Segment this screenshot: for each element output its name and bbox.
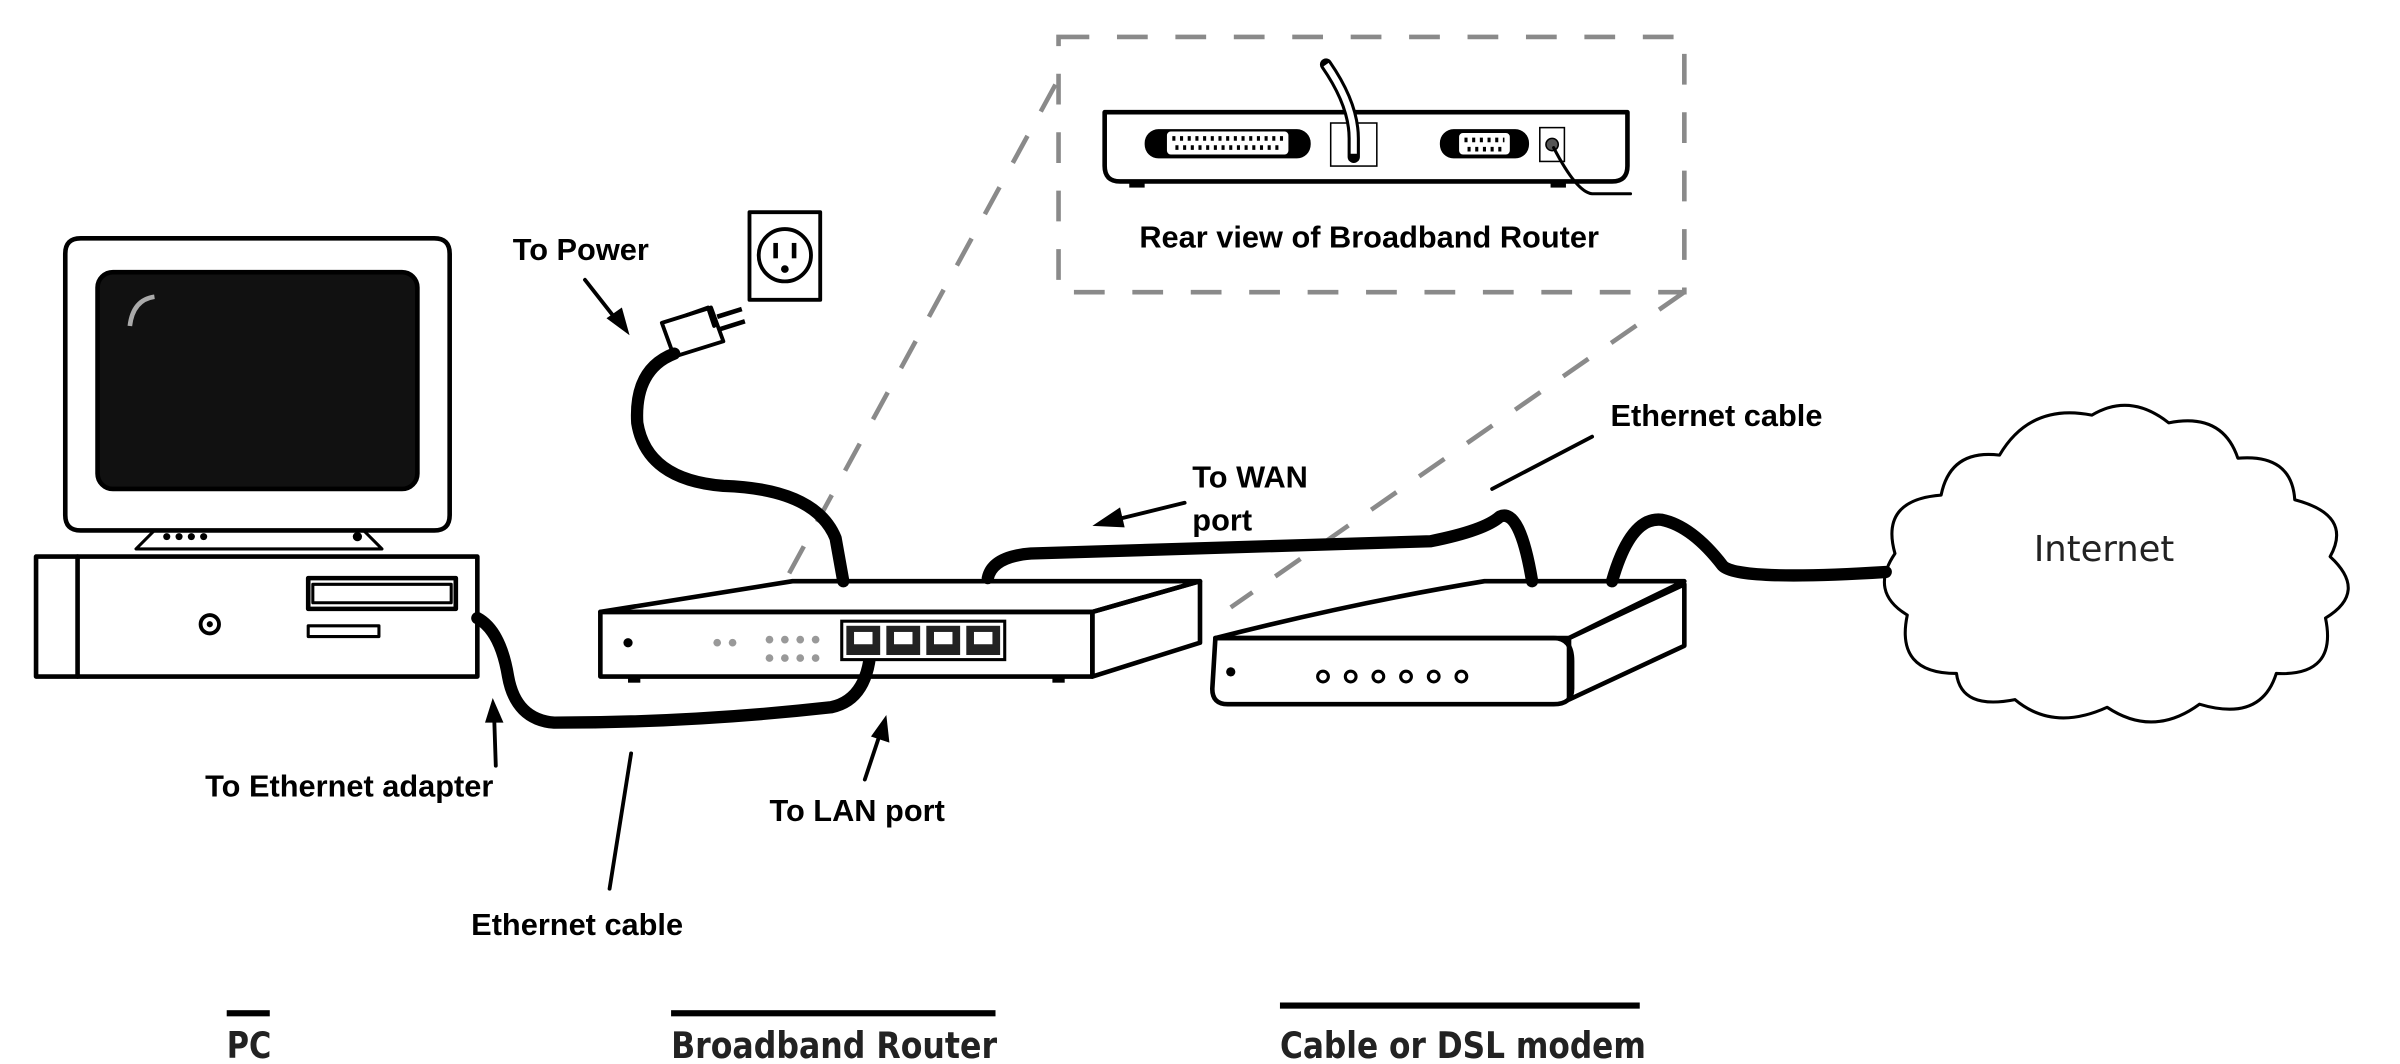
leader-ethernet-cable-lan xyxy=(607,751,634,891)
to-wan-label-line1: To WAN xyxy=(1192,459,1308,494)
rear-view-callout xyxy=(782,34,1687,610)
lan-ports-icon xyxy=(840,619,1007,662)
ethernet-cable-pc-router xyxy=(471,611,878,729)
caption-pc: PC xyxy=(227,1024,272,1064)
ethernet-cable-router-modem xyxy=(981,509,1539,588)
internet-label: Internet xyxy=(2034,529,2175,570)
pc-case-icon xyxy=(33,554,480,679)
router-rear-view: Rear view of Broadband Router xyxy=(1102,58,1633,255)
arrow-to-lan-port xyxy=(862,736,881,782)
rear-view-label: Rear view of Broadband Router xyxy=(1139,220,1599,255)
ethernet-cable-lan-label: Ethernet cable xyxy=(471,907,683,942)
power-outlet-icon xyxy=(747,210,823,302)
monitor-icon xyxy=(62,236,452,551)
db9-port-icon xyxy=(1439,129,1530,159)
to-power-label: To Power xyxy=(513,232,649,267)
to-lan-port-label: To LAN port xyxy=(769,793,944,828)
to-wan-label-line2: port xyxy=(1192,502,1252,537)
ethernet-cable-wan-label: Ethernet cable xyxy=(1611,398,1823,433)
power-plug-icon xyxy=(659,305,746,359)
internet-cloud-icon: Internet xyxy=(1882,403,2350,724)
arrow-to-wan xyxy=(1113,500,1187,522)
caption-router: Broadband Router xyxy=(671,1024,998,1064)
broadband-router-icon xyxy=(598,578,1203,683)
leader-ethernet-cable-wan xyxy=(1490,434,1595,491)
caption-modem: Cable or DSL modem xyxy=(1280,1024,1646,1064)
power-cable xyxy=(630,347,850,588)
to-ethernet-adapter-label: To Ethernet adapter xyxy=(205,768,493,803)
cable-modem-icon xyxy=(1209,578,1687,707)
arrow-to-ethernet-adapter xyxy=(492,717,498,768)
db25-port-icon xyxy=(1144,129,1311,159)
ethernet-cable-modem-internet xyxy=(1605,513,1892,588)
